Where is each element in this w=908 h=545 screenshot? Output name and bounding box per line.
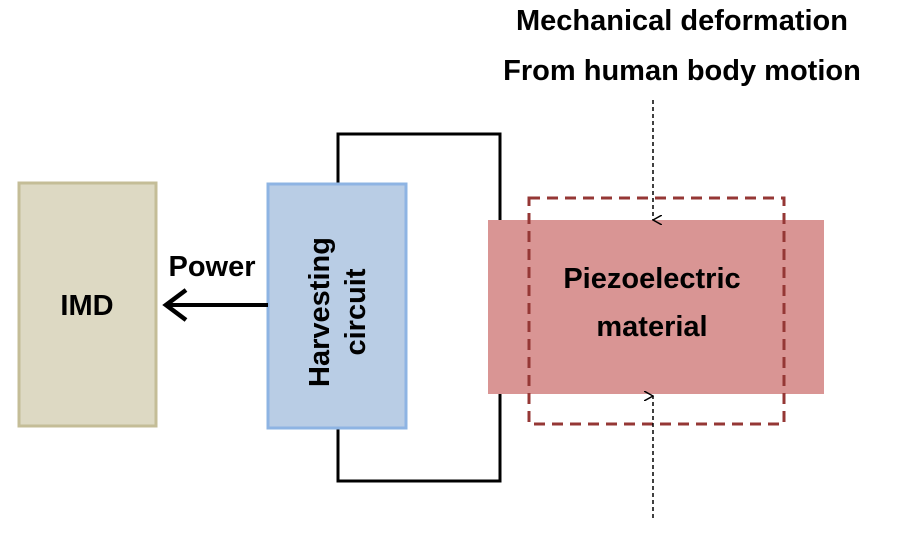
piezo-deformation-outline — [527, 196, 786, 426]
imd-box — [17, 181, 158, 428]
harvesting-label-line1: Harvesting — [304, 237, 336, 387]
piezo-box — [488, 220, 824, 394]
piezo-label-line2: material — [596, 311, 707, 343]
deformation-label-line1: Mechanical deformation — [516, 5, 848, 37]
deformation-label-line2: From human body motion — [503, 55, 861, 87]
wire-top — [336, 132, 502, 220]
wire-bottom — [336, 394, 502, 483]
piezo-label-line1: Piezoelectric — [563, 263, 740, 295]
power-label: Power — [168, 251, 255, 283]
harvesting-label-line2: circuit — [340, 268, 372, 355]
power-arrow-head — [162, 288, 188, 322]
harvesting-circuit-box — [266, 182, 408, 430]
imd-label: IMD — [60, 290, 113, 322]
